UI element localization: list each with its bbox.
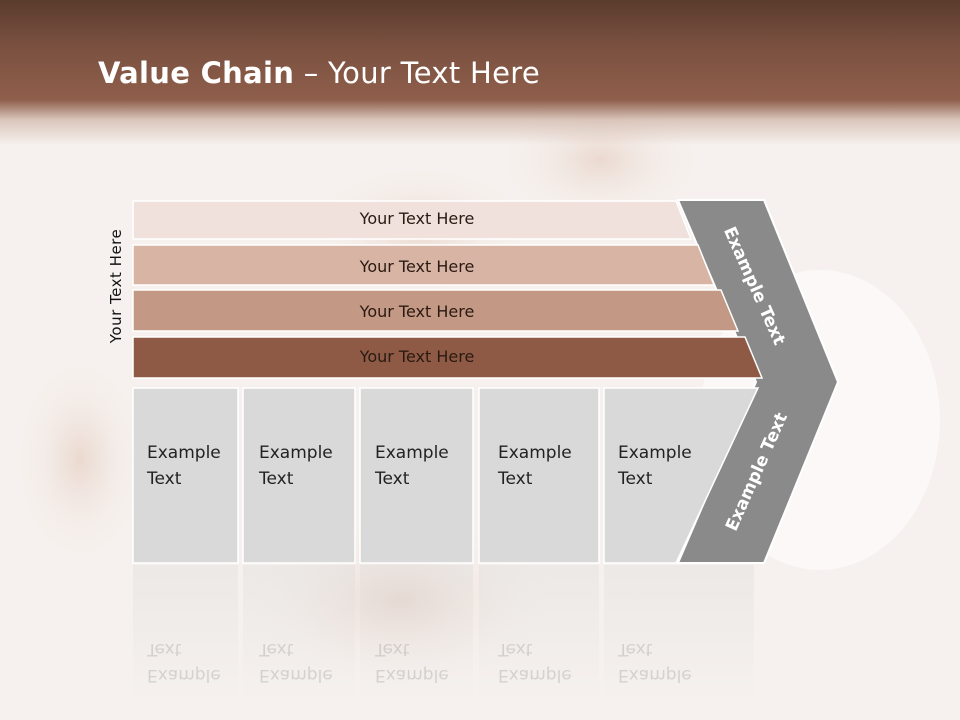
box-4 [478, 387, 600, 564]
bar-label-2: Your Text Here [359, 257, 475, 276]
slide-title: Value Chain – Your Text Here [98, 56, 540, 90]
bar-4 [132, 336, 764, 379]
bar-2 [132, 244, 716, 286]
bar-label-4: Your Text Here [359, 347, 475, 366]
bar-label-1: Your Text Here [359, 209, 475, 228]
header-band [0, 0, 960, 145]
bar-label-3: Your Text Here [359, 302, 475, 321]
bar-3 [132, 289, 740, 332]
reflection [133, 565, 754, 705]
box-2 [242, 387, 356, 564]
box-1 [132, 387, 239, 564]
box-3 [359, 387, 474, 564]
bar-1 [132, 200, 693, 240]
box-5 [603, 387, 760, 564]
